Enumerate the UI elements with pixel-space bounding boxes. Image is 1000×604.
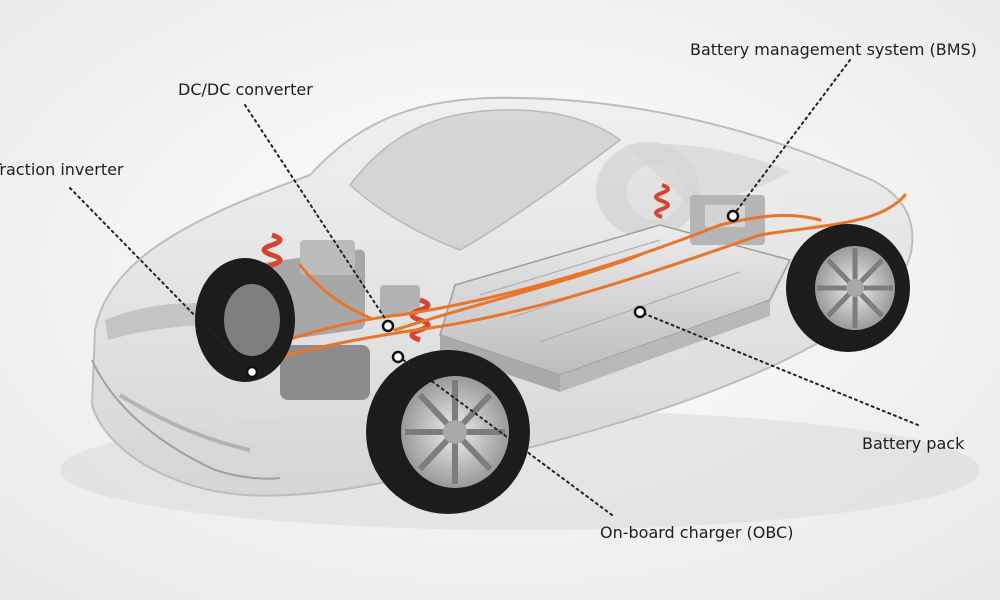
rear-spring [654,183,670,219]
windshield [348,109,622,251]
front-left-wheel [195,258,295,382]
leader-bms [734,59,851,214]
label-on-board-charger: On-board charger (OBC) [600,523,794,542]
callout-ring-obc [391,350,405,364]
label-battery-pack: Battery pack [862,434,965,453]
leader-traction [69,187,251,373]
leader-obc [397,355,613,516]
callout-ring-traction [245,365,259,379]
headlight [105,303,225,340]
label-dc-dc-converter: DC/DC converter [178,80,313,99]
leader-pack [639,311,919,426]
label-traction-inverter: Traction inverter [0,160,124,179]
callout-ring-pack [633,305,647,319]
front-right-wheel [366,350,530,514]
front-bumper [91,359,281,480]
label-battery-management-system: Battery management system (BMS) [690,40,977,59]
side-window [625,143,790,205]
rear-left-wheel [786,224,910,352]
hv-cables [238,193,907,367]
front-grille [118,393,251,452]
leader-dcdc [244,104,389,324]
callout-ring-bms [726,209,740,223]
callout-ring-dcdc [381,319,395,333]
front-right-spring [409,297,431,343]
